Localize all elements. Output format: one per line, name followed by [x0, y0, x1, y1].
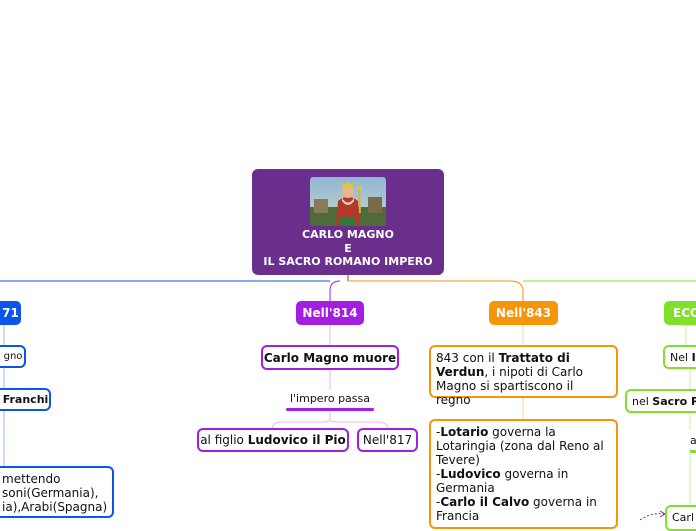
branch-header-green[interactable]: ECO — [664, 301, 696, 325]
green-node-3-text: Carl — [672, 511, 694, 524]
heir-lotario-1: governa la — [488, 425, 555, 439]
blue-node-3-line2: soni(Germania), — [2, 486, 108, 500]
blue-node-1[interactable]: gno — [0, 345, 26, 368]
branch-header-blue[interactable]: 71 — [0, 301, 21, 325]
verdun-node[interactable]: 843 con il Trattato di Verdun, i nipoti … — [429, 345, 618, 398]
passes-label[interactable]: l'impero passa — [286, 392, 374, 411]
root-title-line3: IL SACRO ROMANO IMPERO — [252, 255, 444, 269]
green-node-2[interactable]: nel Sacro R — [625, 389, 696, 413]
year-817-text: Nell'817 — [363, 433, 412, 447]
son-node[interactable]: al figlio Ludovico il Pio — [197, 428, 349, 452]
heir-ludovico-2: Germania — [436, 481, 611, 495]
son-node-prefix: al figlio — [200, 433, 248, 447]
root-title: CARLO MAGNO E IL SACRO ROMANO IMPERO — [252, 228, 444, 269]
blue-node-2[interactable]: Franchi — [0, 388, 51, 411]
blue-node-3-line3: ia),Arabi(Spagna) — [2, 500, 108, 514]
heir-ludovico-name: Ludovico — [440, 467, 500, 481]
blue-node-3[interactable]: mettendo soni(Germania), ia),Arabi(Spagn… — [0, 466, 114, 518]
verdun-text-post2: Magno si spartiscono il regno — [436, 379, 611, 407]
son-node-name: Ludovico il Pio — [248, 433, 346, 447]
blue-node-1-text: gno — [4, 350, 23, 364]
death-node-text: Carlo Magno muore — [264, 351, 396, 365]
passes-label-underline — [286, 408, 374, 411]
green-node-1-pre: Nel — [670, 351, 692, 364]
green-node-2-pre: nel — [632, 395, 652, 408]
root-node[interactable]: CARLO MAGNO E IL SACRO ROMANO IMPERO — [252, 169, 444, 275]
branch-header-blue-label: 71 — [2, 306, 19, 320]
root-title-line2: E — [252, 242, 444, 256]
verdun-text-bold2: Verdun — [436, 365, 484, 379]
branch-header-814[interactable]: Nell'814 — [296, 301, 364, 325]
heir-lotario-name: Lotario — [440, 425, 488, 439]
heir-lotario-3: Tevere) — [436, 453, 611, 467]
year-817-node[interactable]: Nell'817 — [357, 428, 418, 452]
verdun-text-bold1: Trattato di — [499, 351, 570, 365]
root-title-line1: CARLO MAGNO — [252, 228, 444, 242]
green-label-underline — [690, 450, 696, 453]
heir-lotario-2: Lotaringia (zona dal Reno al — [436, 439, 611, 453]
heir-carlo-name: Carlo il Calvo — [440, 495, 529, 509]
king-portrait-image — [310, 177, 386, 226]
green-label-fragment-text: a — [690, 434, 696, 447]
blue-node-2-text: Franchi — [3, 393, 49, 407]
branch-header-green-label: ECO — [673, 306, 696, 320]
heir-ludovico-1: governa in — [501, 467, 569, 481]
passes-label-text: l'impero passa — [290, 392, 370, 405]
branch-header-814-label: Nell'814 — [302, 306, 357, 320]
branch-header-843-label: Nell'843 — [496, 306, 551, 320]
green-label-fragment[interactable]: a — [690, 434, 696, 453]
green-node-2-bold: Sacro R — [652, 395, 696, 408]
green-node-1[interactable]: Nel I — [663, 345, 696, 369]
heir-carlo-1: governa in — [529, 495, 597, 509]
verdun-text-post1: , i nipoti di Carlo — [484, 365, 583, 379]
verdun-text-pre: 843 con il — [436, 351, 499, 365]
death-node[interactable]: Carlo Magno muore — [261, 345, 399, 370]
green-node-3[interactable]: Carl — [665, 505, 696, 531]
heirs-node[interactable]: -Lotario governa la Lotaringia (zona dal… — [429, 419, 618, 529]
branch-header-843[interactable]: Nell'843 — [489, 301, 558, 325]
heir-carlo-2: Francia — [436, 509, 611, 523]
blue-node-3-line1: mettendo — [2, 472, 108, 486]
green-node-1-bold: I — [692, 351, 696, 364]
